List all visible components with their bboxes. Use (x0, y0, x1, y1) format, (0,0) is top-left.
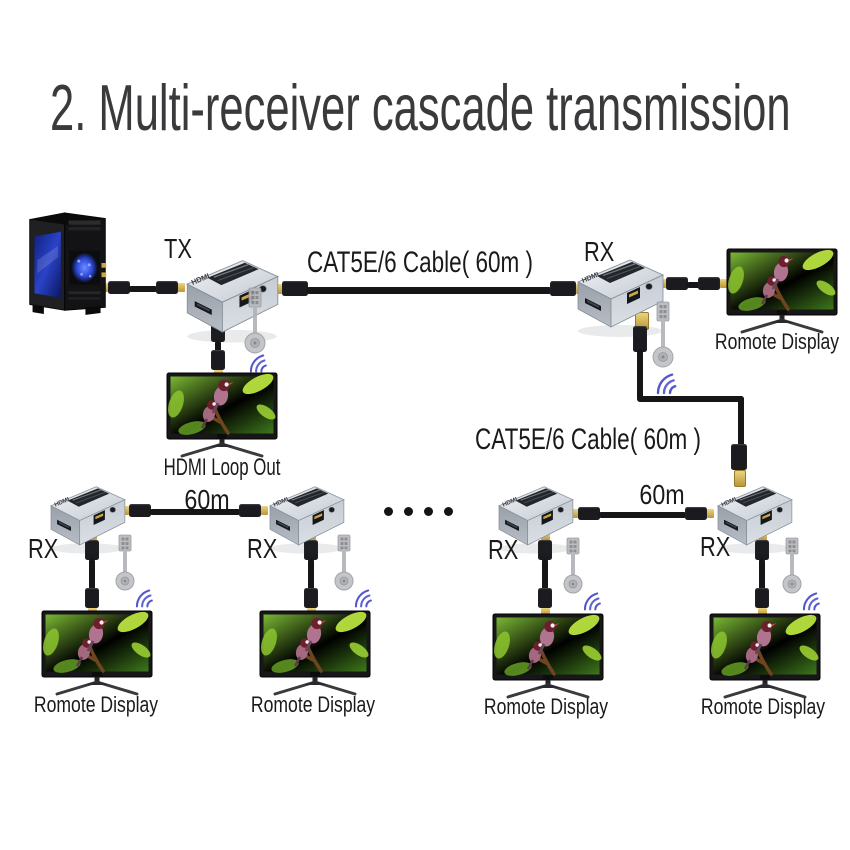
hdmi-drop-cable (89, 558, 95, 592)
tx-label: TX (164, 233, 192, 264)
page-title: 2. Multi-receiver cascade transmission (50, 71, 791, 144)
cat5e-cable-pair-right (598, 512, 687, 518)
rj45-plug (731, 444, 747, 470)
cable-label-cascade: CAT5E/6 Cable( 60m ) (475, 423, 701, 456)
rx-label-3: RX (488, 534, 519, 565)
remote-display-label-top: Romote Display (714, 329, 840, 354)
hdmi-plug (211, 350, 225, 377)
distance-label-left: 60m (184, 484, 230, 515)
hdmi-plug (755, 588, 769, 615)
hdmi-plug (85, 588, 99, 615)
remote-display-label-2: Romote Display (250, 692, 376, 717)
hdmi-cable-rx-to-display (686, 282, 702, 288)
hdmi-drop-cable (542, 558, 548, 592)
cat5e-cable-tx-to-rx (306, 287, 552, 294)
hdmi-cable-pc-to-tx (128, 286, 158, 292)
rj45-plug (239, 504, 268, 517)
ir-receiver (244, 287, 266, 354)
rj45-plug (685, 507, 714, 520)
tx-extender-unit: HDMI (186, 259, 279, 344)
ir-receiver (652, 301, 674, 368)
rj45-connector (734, 470, 746, 487)
hdmi-plug (538, 588, 552, 615)
hdmi-plug (101, 281, 130, 294)
rx-extender-unit-3: HDMI (498, 486, 574, 555)
rj45-plug (275, 281, 308, 296)
pc-tower (29, 212, 107, 316)
rx-label-2: RX (247, 533, 278, 564)
hdmi-plug (304, 588, 318, 615)
ir-signal-icon (249, 354, 267, 373)
hdmi-plug (156, 281, 185, 294)
cat5e-cascade-cable (637, 349, 643, 401)
cat5e-cascade-cable (637, 396, 744, 402)
remote-display-label-3: Romote Display (483, 694, 609, 719)
rj45-plug (571, 507, 600, 520)
rx-extender-unit-top: HDMI (577, 259, 664, 338)
hdmi-plug (698, 277, 727, 290)
rj45-plug (122, 504, 151, 517)
rx-label-4: RX (700, 531, 731, 562)
rx-extender-unit-4: HDMI (717, 486, 793, 555)
hdmi-drop-cable (308, 558, 314, 592)
ir-signal-icon (802, 592, 820, 611)
cable-label-top: CAT5E/6 Cable( 60m ) (307, 246, 533, 279)
rx-extender-unit-1: HDMI (50, 486, 126, 555)
remote-display-label-4: Romote Display (700, 694, 826, 719)
ir-signal-icon (656, 373, 677, 395)
ir-signal-icon (135, 589, 153, 608)
cat5e-cascade-cable (738, 396, 744, 448)
hdmi-loop-cable (215, 340, 221, 354)
continuation-dots (384, 507, 453, 516)
cat5e-cable-pair-left (149, 509, 241, 515)
rx-label-top: RX (584, 236, 615, 267)
ir-signal-icon (583, 592, 601, 611)
rx-label-1: RX (28, 533, 59, 564)
remote-display-label-1: Romote Display (33, 692, 159, 717)
rx-extender-unit-2: HDMI (269, 486, 345, 555)
hdmi-drop-cable (759, 558, 765, 592)
ir-signal-icon (354, 589, 372, 608)
hdmi-loop-out-label: HDMI Loop Out (163, 454, 281, 481)
distance-label-right: 60m (639, 479, 685, 510)
